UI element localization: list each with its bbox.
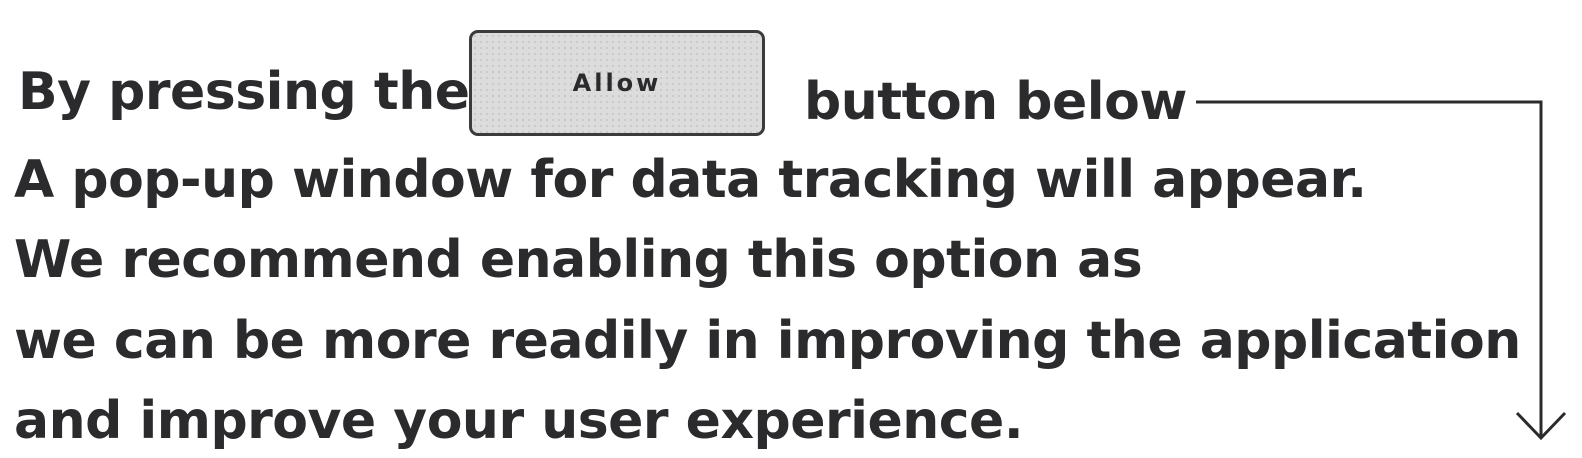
- allow-button[interactable]: Allow: [469, 30, 765, 136]
- instruction-line-1-end: button below: [804, 72, 1187, 132]
- instruction-line-5: and improve your user experience.: [14, 391, 1024, 451]
- instruction-line-2: A pop-up window for data tracking will a…: [14, 150, 1367, 210]
- instruction-line-4: we can be more readily in improving the …: [14, 311, 1521, 371]
- instruction-line-1-start: By pressing the: [18, 62, 470, 122]
- instruction-line-3: We recommend enabling this option as: [14, 230, 1143, 290]
- allow-button-label: Allow: [572, 69, 662, 97]
